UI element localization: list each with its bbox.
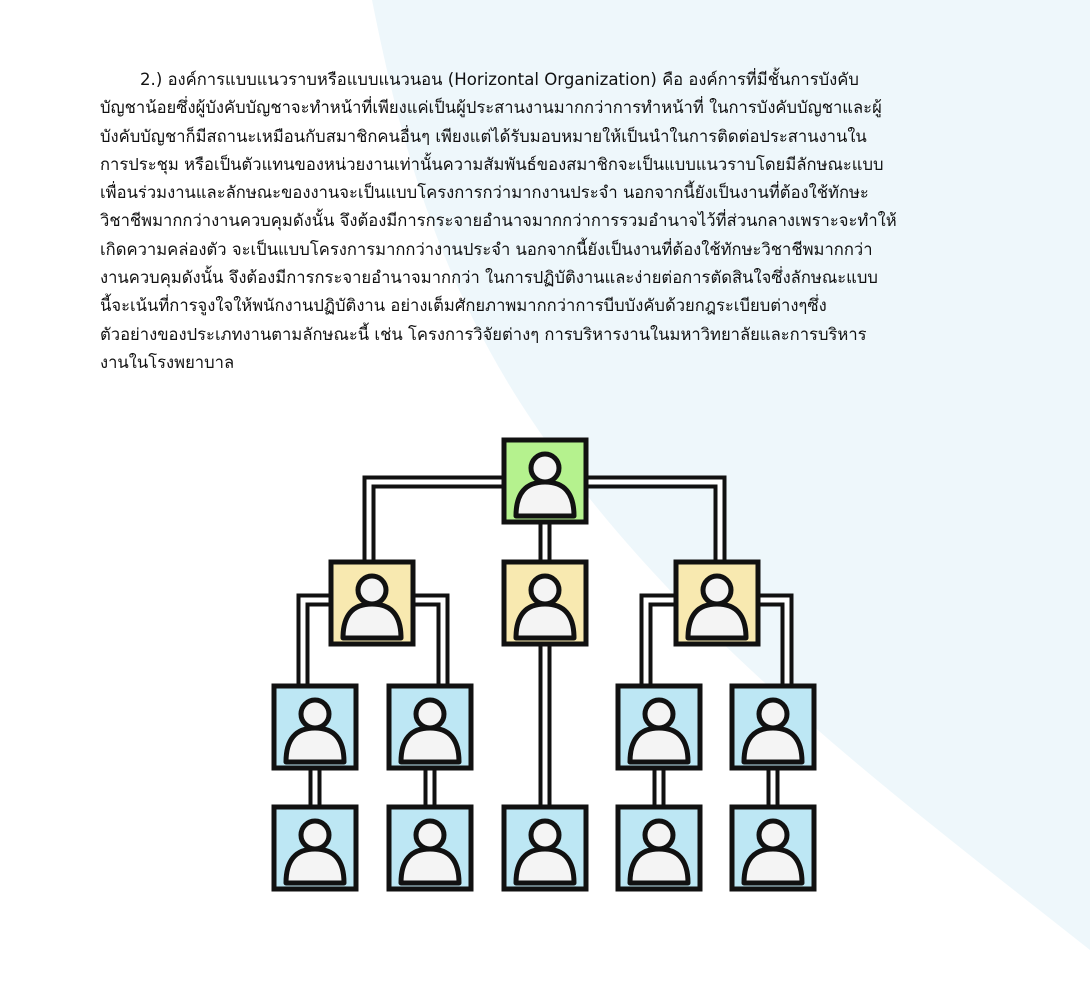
document-body: 2.) องค์การแบบแนวราบหรือแบบแนวนอน (Horiz… [100,66,1058,377]
org-node-staff-row1-0 [271,683,359,771]
person-icon [283,697,347,765]
org-node-middle-center [501,559,589,647]
connector-top-left [362,475,504,564]
paragraph-line: 2.) องค์การแบบแนวราบหรือแบบแนวนอน (Horiz… [140,70,859,89]
connector-left-b [413,593,450,686]
org-node-staff-row2-4 [729,804,817,892]
paragraph-line: การประชุม หรือเป็นตัวแทนของหน่วยงานเท่าน… [100,154,884,174]
org-node-middle-left [328,559,416,647]
org-node-middle-right [673,559,761,647]
org-node-staff-row1-3 [729,683,817,771]
paragraph-line: เกิดความคล่องตัว จะเป็นแบบโครงการมากกว่า… [100,239,873,259]
org-chart-connectors [296,475,794,807]
paragraph-line: งานในโรงพยาบาล [100,352,235,372]
paragraph-line: บัญชาน้อยซึ่งผู้บังคับบัญชาจะทำหน้าที่เพ… [100,98,882,118]
person-icon [685,573,749,641]
org-node-staff-row2-2 [501,804,589,892]
connector-top-right [587,475,727,564]
connector-left-a-core [300,597,333,686]
org-node-staff-row1-2 [615,683,703,771]
connector-right-b-core [757,597,790,686]
paragraph-line: งานควบคุมดังนั้น จึงต้องมีการกระจายอำนาจ… [100,268,878,288]
org-node-staff-row2-3 [615,804,703,892]
paragraph-line: เพื่อนร่วมงานและลักษณะของงานจะเป็นแบบโคร… [100,183,869,203]
connector-right-b [757,593,794,686]
person-icon [513,451,577,519]
org-chart-illustration [271,437,817,892]
person-icon [398,818,462,886]
person-icon [513,573,577,641]
background-curve [372,0,1090,950]
connector-top-right-core [587,479,723,564]
paragraph-line: วิชาชีพมากกว่างานควบคุมดังนั้น จึงต้องมี… [100,211,897,231]
org-node-top [501,437,589,525]
org-node-staff-row1-1 [386,683,474,771]
paragraph-line: นี้จะเน้นที่การจูงใจให้พนักงานปฏิบัติงาน… [100,296,827,316]
person-icon [741,818,805,886]
org-node-staff-row2-0 [271,804,359,892]
person-icon [283,818,347,886]
person-icon [627,818,691,886]
paragraph-line: บังคับบัญชาก็มีสถานะเหมือนกับสมาชิกคนอื่… [100,126,867,146]
org-node-staff-row2-1 [386,804,474,892]
person-icon [340,573,404,641]
connector-left-b-core [413,597,446,686]
person-icon [627,697,691,765]
person-icon [398,697,462,765]
org-chart-tiles [271,437,817,892]
connector-top-left-core [366,479,504,564]
paragraph-horizontal-organization: 2.) องค์การแบบแนวราบหรือแบบแนวนอน (Horiz… [100,66,1058,377]
person-icon [741,697,805,765]
connector-right-a [639,593,676,686]
person-icon [513,818,577,886]
connector-right-a-core [643,597,676,686]
paragraph-line: ตัวอย่างของประเภทงานตามลักษณะนี้ เช่น โค… [100,324,867,344]
